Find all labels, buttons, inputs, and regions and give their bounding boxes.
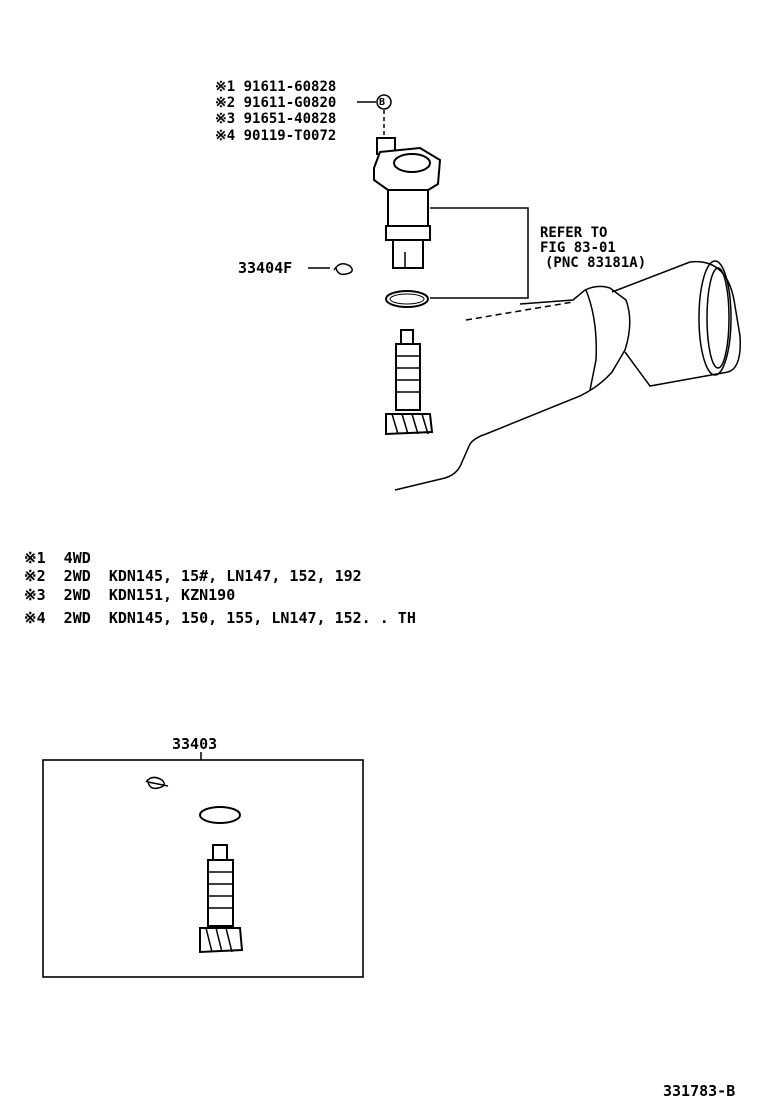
note-2: ※2 2WD KDN145, 15#, LN147, 152, 192 bbox=[24, 567, 362, 585]
figure-id: 331783-B bbox=[663, 1082, 736, 1100]
bolt-symbol-letter: B bbox=[379, 97, 386, 108]
callout-4: ※4 90119-T0072 bbox=[215, 128, 337, 144]
refer-bracket bbox=[430, 207, 529, 299]
o-ring bbox=[385, 290, 429, 308]
refer-line-1: REFER TO bbox=[540, 225, 608, 241]
note-1: ※1 4WD bbox=[24, 549, 91, 567]
clip bbox=[333, 263, 353, 276]
callout-1: ※1 91611-60828 bbox=[215, 79, 337, 95]
note-3: ※3 2WD KDN151, KZN190 bbox=[24, 586, 236, 604]
refer-line-2: FIG 83-01 bbox=[540, 240, 616, 256]
speed-sensor bbox=[373, 137, 442, 269]
clip-part-number: 33404F bbox=[238, 259, 293, 277]
transmission-housing bbox=[394, 260, 741, 491]
callout-2: ※2 91611-G0820 bbox=[215, 95, 337, 111]
kit-box bbox=[42, 752, 364, 978]
callout-3: ※3 91651-40828 bbox=[215, 111, 337, 127]
kit-part-number: 33403 bbox=[172, 735, 218, 753]
bolt-symbol-circle bbox=[376, 94, 392, 110]
note-4: ※4 2WD KDN145, 150, 155, LN147, 152. . T… bbox=[24, 609, 416, 627]
driven-gear bbox=[385, 329, 434, 436]
refer-line-3: (PNC 83181A) bbox=[545, 255, 647, 271]
